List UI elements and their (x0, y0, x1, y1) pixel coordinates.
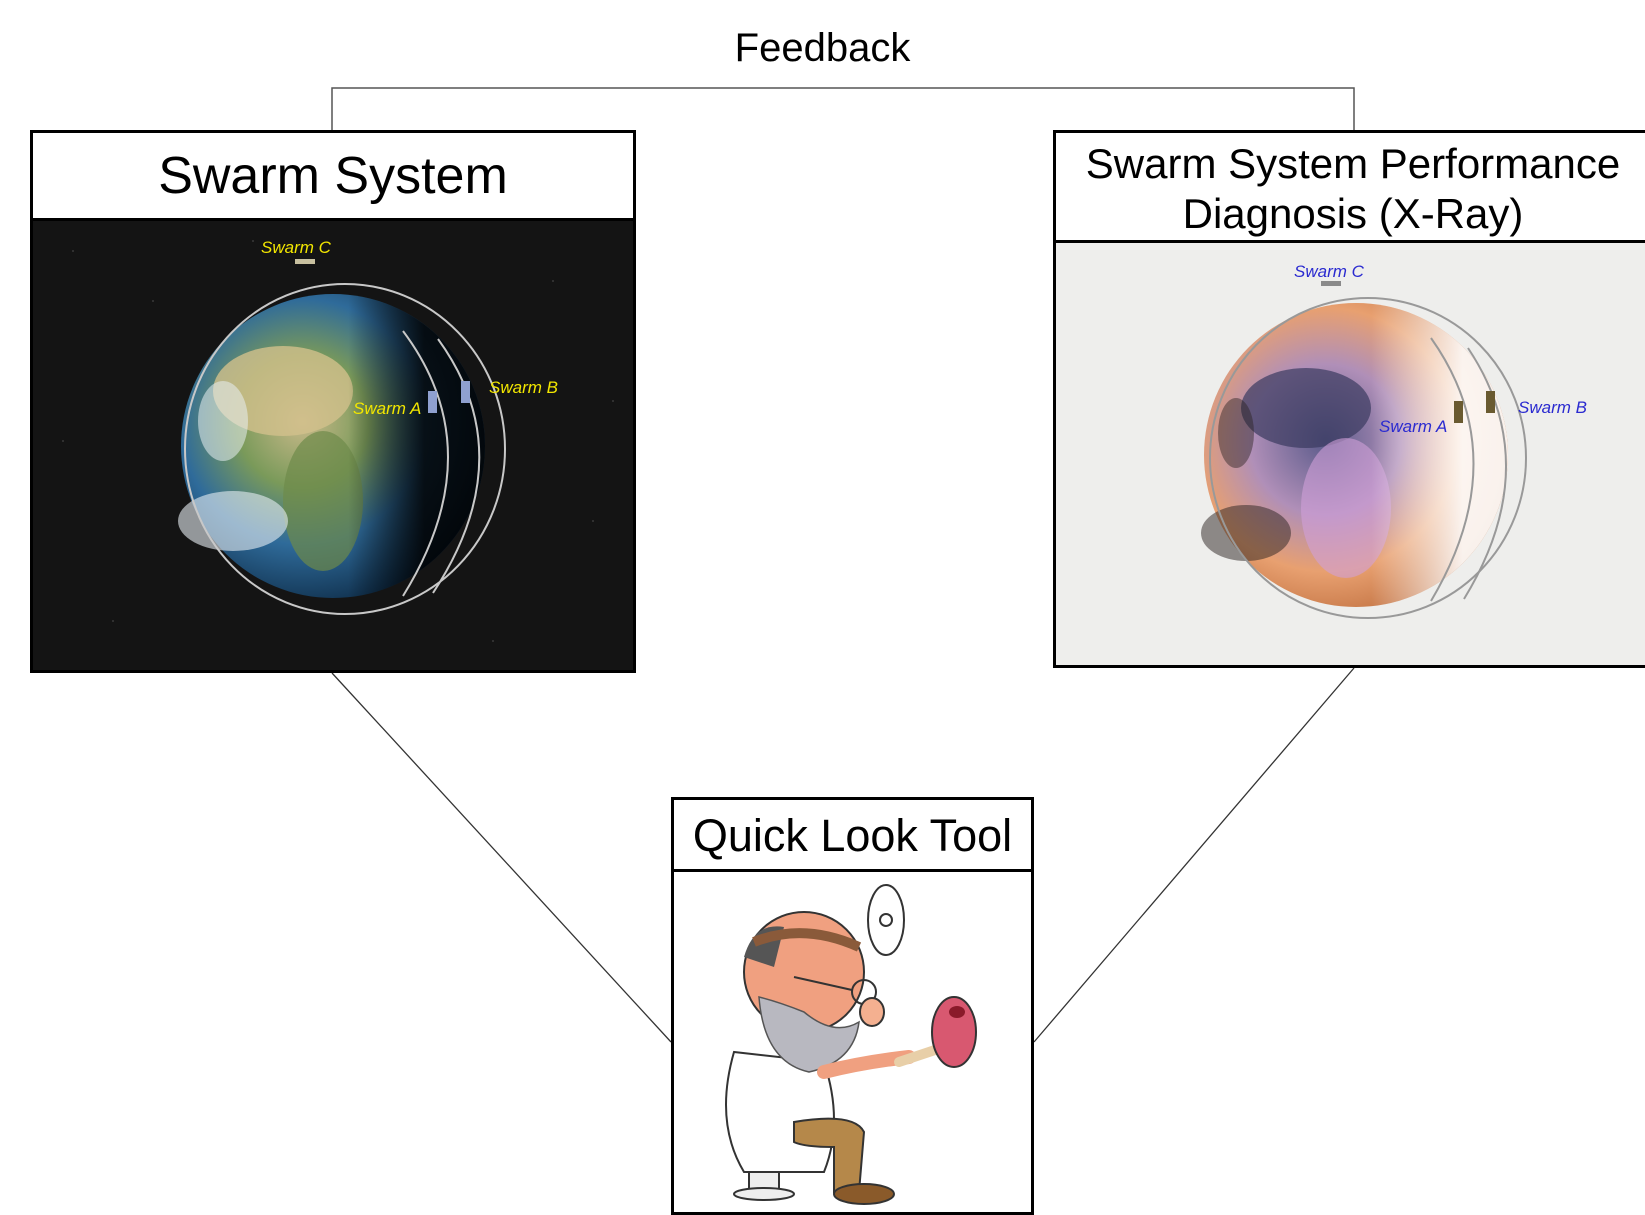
feedback-label: Feedback (734, 26, 911, 70)
swarm-system-image: Swarm C Swarm B Swarm A (33, 221, 633, 670)
xray-orbit-lines (1209, 297, 1527, 619)
swarm-a-label: Swarm A (353, 399, 421, 418)
satellite-icons (295, 259, 470, 413)
xray-title-line2: Diagnosis (X-Ray) (1182, 190, 1524, 237)
doctor-examining-icon (674, 872, 1031, 1212)
xray-swarm-c-label: Swarm C (1294, 262, 1365, 281)
feedback-connector (331, 87, 1355, 130)
swarm-b-label: Swarm B (489, 378, 558, 397)
xray-swarm-a-label: Swarm A (1379, 417, 1447, 436)
swarm-c-label: Swarm C (261, 238, 332, 257)
swarm-system-box: Swarm System (30, 130, 636, 673)
xray-box: Swarm System Performance Diagnosis (X-Ra… (1053, 130, 1645, 668)
xray-image: Swarm C Swarm B Swarm A (1056, 243, 1645, 665)
xray-swarm-b-label: Swarm B (1518, 398, 1587, 417)
earth-globe-icon (178, 294, 485, 598)
xray-earth-globe-icon (1201, 303, 1508, 607)
xray-title: Swarm System Performance Diagnosis (X-Ra… (1056, 133, 1645, 243)
xray-title-line1: Swarm System Performance (1085, 140, 1621, 187)
xray-satellite-icons (1321, 281, 1495, 423)
orbit-lines (184, 283, 506, 615)
swarm-system-title: Swarm System (33, 133, 633, 221)
quick-look-tool-box: Quick Look Tool (671, 797, 1034, 1215)
stool-icon (733, 1171, 795, 1201)
xray-to-quicklook-connector (1033, 667, 1355, 1043)
quick-look-tool-title: Quick Look Tool (674, 800, 1031, 872)
swarm-to-quicklook-connector (331, 672, 672, 1043)
